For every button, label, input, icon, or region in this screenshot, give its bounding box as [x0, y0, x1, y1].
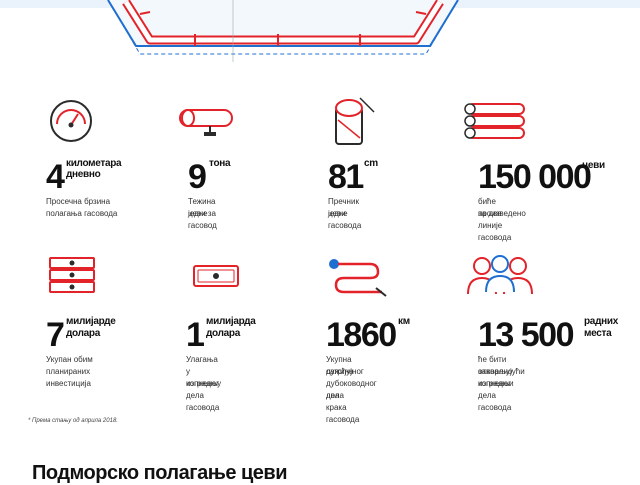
stat-number: 9: [188, 158, 207, 196]
stat-number: 4: [46, 158, 65, 196]
footnote: * Према стању од априла 2018.: [28, 418, 118, 424]
stat-description-line: инвестиција: [46, 379, 91, 388]
stat-description-line: ће бити отворено: [478, 355, 513, 376]
stat-unit: долара: [66, 328, 100, 339]
stat-unit: милијарда: [206, 316, 256, 327]
gauge-icon: [50, 100, 92, 142]
stat-number: 7: [46, 316, 65, 354]
stat-description-line: полагања гасовода: [46, 209, 118, 218]
stat-unit: cm: [364, 158, 378, 169]
stat-description-line: планираних: [46, 367, 91, 376]
stat-unit: цеви: [582, 160, 605, 171]
route-icon: [329, 259, 387, 297]
stat-number: 1860: [326, 316, 397, 354]
stat-description-line: биће произведено: [478, 197, 526, 218]
stat-description-line: два крака гасовода: [326, 391, 360, 424]
stat-number: 13 500: [478, 316, 575, 354]
pipe-diameter-icon: [335, 97, 375, 145]
stat-description-line: дела гасовода: [186, 391, 220, 412]
stat-description-line: у изградњу: [186, 367, 222, 388]
pipe-icon: [179, 109, 233, 136]
stat-description-line: дубоководног дела: [326, 379, 377, 400]
money-stack-icon: [49, 257, 95, 293]
stat-unit: радних: [584, 316, 618, 327]
stat-description-line: цеви за гасовод: [188, 209, 217, 230]
section-title: Подморско полагање цеви: [32, 462, 288, 484]
stat-description-line: за две линије гасовода: [478, 209, 512, 242]
stat-description-line: цеви гасовода: [328, 209, 362, 230]
stat-description-line: копненог дела гасовода: [478, 379, 512, 412]
stat-number: 150 000: [478, 158, 592, 196]
pipe-bundle-icon: [464, 103, 525, 139]
banknote-icon: [193, 265, 239, 287]
stat-unit: места: [584, 328, 612, 339]
stat-description-line: сагрђујног: [326, 367, 364, 376]
stat-unit: км: [398, 316, 410, 327]
stat-description-line: Укупан обим: [46, 355, 93, 364]
stat-description-line: Тежина једне: [188, 197, 216, 218]
stat-number: 1: [186, 316, 205, 354]
stat-description-line: захваљујући изградњи: [478, 367, 525, 388]
stat-number: 81: [328, 158, 364, 196]
stat-unit: километара дневно: [66, 158, 122, 180]
stat-description-line: Укупна дужина: [326, 355, 354, 376]
stat-description-line: Просечна брзина: [46, 197, 111, 206]
stat-unit: милијарде: [66, 316, 116, 327]
stat-unit: тона: [209, 158, 231, 169]
stat-description-line: Улагања: [186, 355, 218, 364]
stat-description-line: Пречник једне: [328, 197, 359, 218]
stat-unit: долара: [206, 328, 240, 339]
pipeline-trench-illustration: [0, 0, 640, 62]
stat-description-line: копненог: [186, 379, 220, 388]
workers-icon: [467, 255, 533, 295]
